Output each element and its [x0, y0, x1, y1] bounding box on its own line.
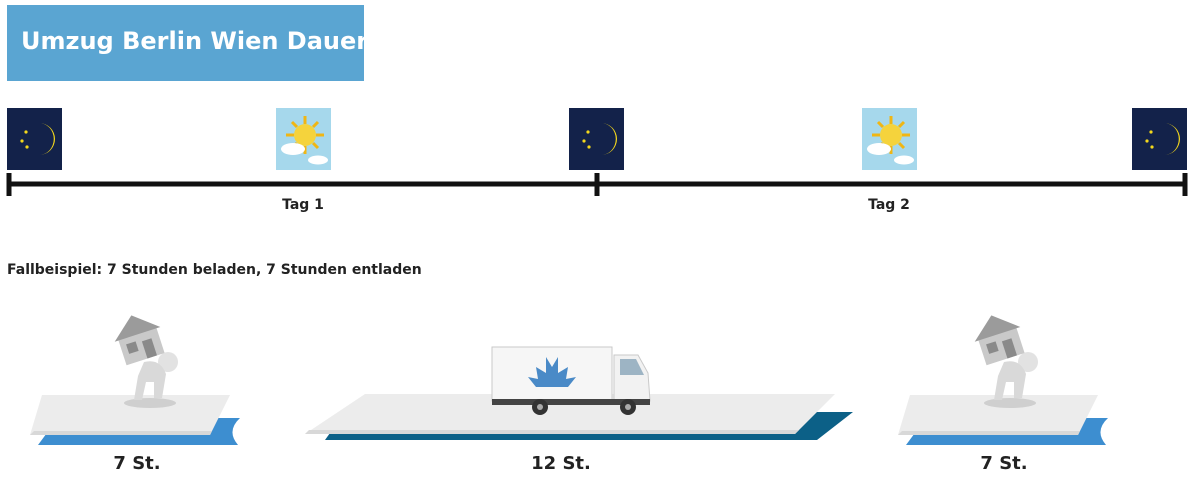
moon-icon [20, 123, 55, 155]
sun-icon [867, 116, 914, 165]
platform-transport [305, 394, 853, 440]
platform-loading [30, 395, 240, 445]
duration-transport: 12 St. [531, 453, 591, 474]
timeline [6, 173, 1188, 196]
page-title: Umzug Berlin Wien Dauer [21, 27, 369, 55]
night-tile-1 [7, 108, 62, 170]
moon-icon [1145, 123, 1180, 155]
moon-icon [582, 123, 617, 155]
duration-loading: 7 St. [113, 453, 161, 474]
truck-icon [491, 346, 651, 415]
example-caption: Fallbeispiel: 7 Stunden beladen, 7 Stund… [7, 262, 422, 278]
day-tile-1 [276, 108, 331, 170]
day-label-1: Tag 1 [282, 197, 324, 213]
platform-unloading [898, 395, 1108, 445]
house-carrier-icon [114, 315, 178, 408]
night-tile-2 [569, 108, 624, 170]
day-tile-2 [862, 108, 917, 170]
title-box: Umzug Berlin Wien Dauer [7, 5, 368, 81]
night-tile-3 [1132, 108, 1187, 170]
duration-unloading: 7 St. [980, 453, 1028, 474]
day-label-2: Tag 2 [868, 197, 910, 213]
sun-icon [281, 116, 328, 165]
house-carrier-icon [974, 315, 1038, 408]
